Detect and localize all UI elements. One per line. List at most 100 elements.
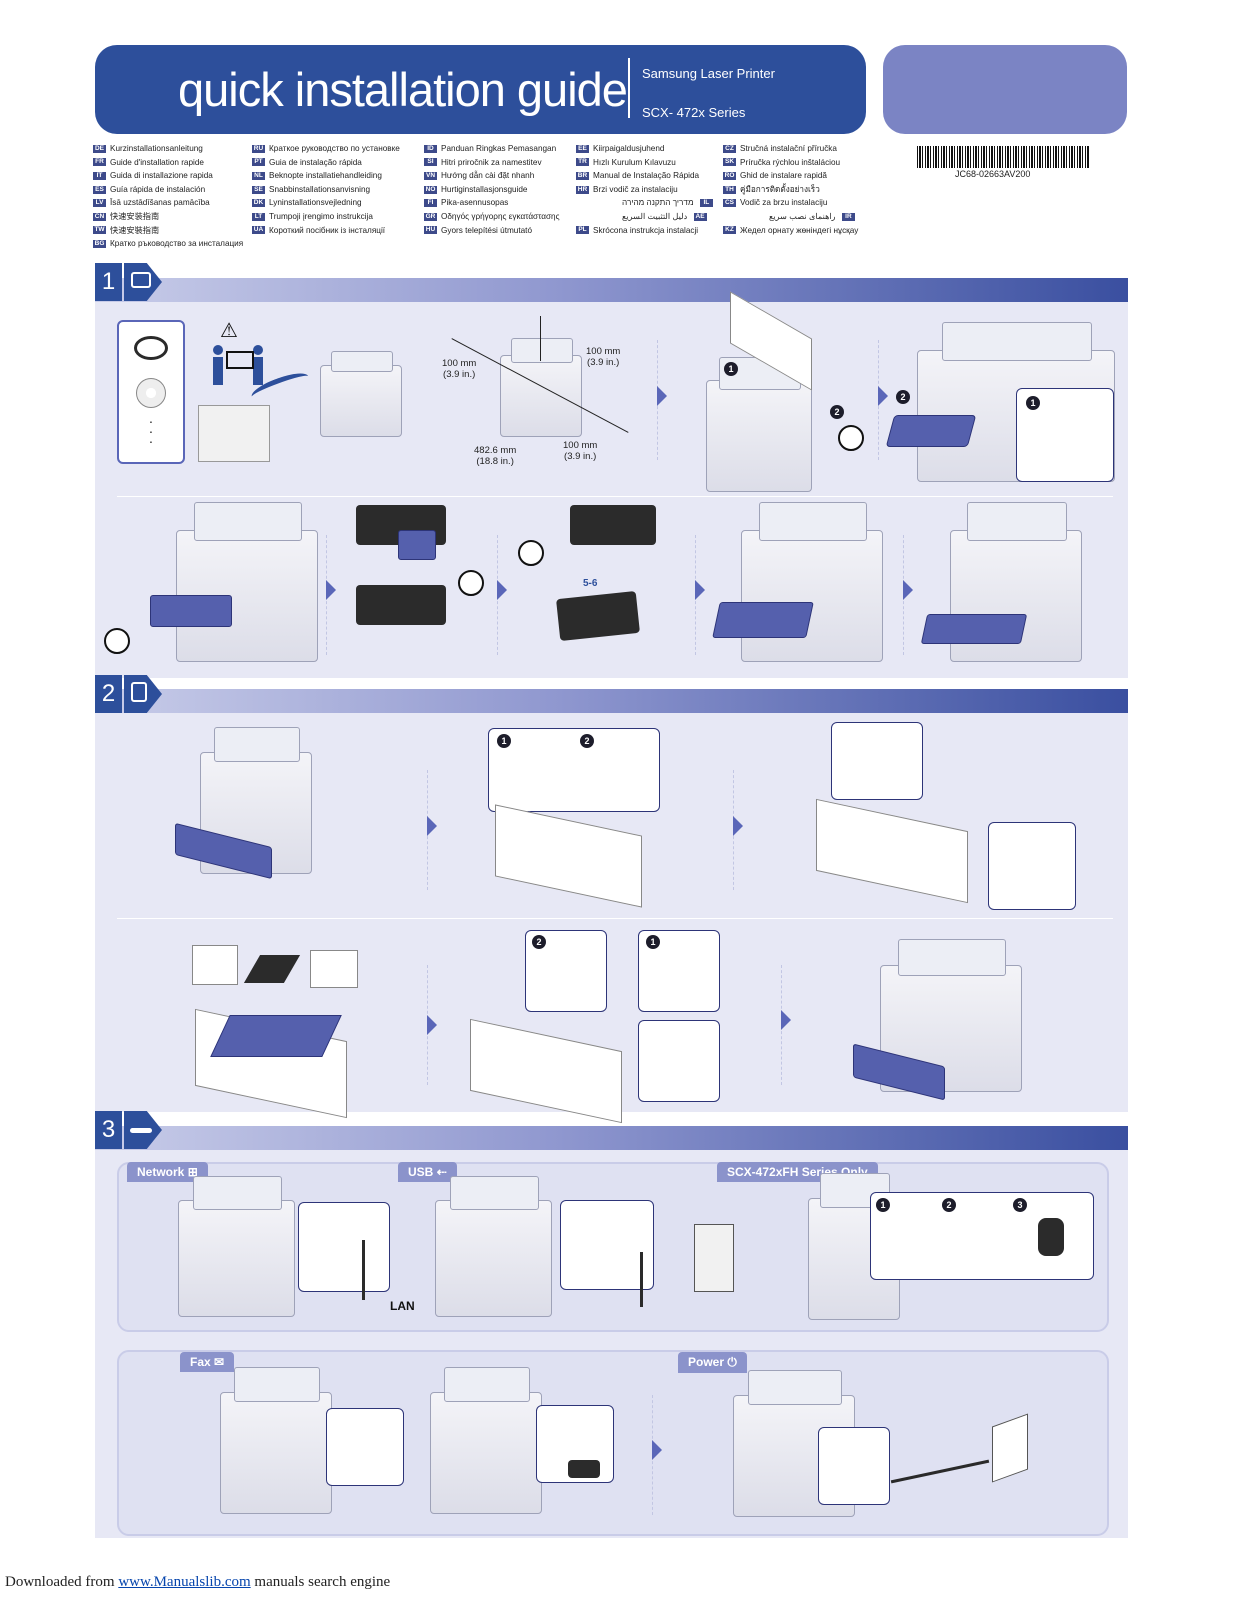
two-person-lift-icon [213,345,263,385]
lan-label: LAN [390,1299,415,1313]
zoom-panel [831,722,923,800]
hand-icon [838,425,864,451]
printer-back-network [178,1175,295,1317]
hand-icon [458,570,484,596]
header-side-box [883,45,1127,134]
contents-box: ··· [117,320,185,464]
callout-1: 1 [646,935,660,949]
network-tab: Network ⊞ [127,1162,208,1182]
network-port-zoom [298,1202,390,1292]
next-step-arrow [903,580,913,600]
printer-illustration [320,350,402,437]
zoom-panel [638,1020,720,1102]
network-label: Network [137,1165,185,1179]
zoom-panel [488,728,660,812]
section-2-bar [95,689,1128,713]
next-step-arrow [427,1015,437,1035]
paper-stack [210,1015,342,1057]
next-step-arrow [326,580,336,600]
callout-2: 2 [942,1198,956,1212]
power-port-zoom [818,1427,890,1505]
hand-icon [104,628,130,654]
printer-clearance-illustration [500,338,582,437]
shake-count: 5-6 [583,578,598,589]
language-row: راهنمای نصب سریع IR [723,210,859,224]
clearance-left: 100 mm (3.9 in.) [442,358,477,380]
next-step-arrow [657,386,667,406]
power-tab: Power ⏻ [678,1352,747,1373]
carton-box [198,405,270,462]
toner-cartridge [150,595,232,627]
callout-2: 2 [580,734,594,748]
section-2-number: 2 [95,675,122,713]
toner-cartridge-bottom [356,585,446,625]
fax-icon: ✉ [214,1355,225,1369]
page-title: quick installation guide [178,63,628,116]
printer-back-fax [220,1366,332,1514]
telephone-icon [1038,1218,1064,1256]
more-items-dots: ··· [148,413,154,449]
language-row: دليل التثبيت السريع AE [622,211,707,221]
callout-1: 1 [1026,396,1040,410]
front-cover-open [885,415,977,447]
hand-icon [518,540,544,566]
clearance-back: 100 mm (3.9 in.) [563,440,598,462]
clearance-front: 482.6 mm (18.8 in.) [474,445,517,467]
front-cover-open [712,602,814,638]
callout-2: 2 [830,405,844,419]
printer-open-scanner [706,356,812,492]
usb-tab: USB ⇠ [398,1162,457,1182]
printer-toner-insert [741,502,883,662]
fax-tab: Fax ✉ [180,1352,235,1372]
row-divider [117,496,1113,497]
printer-back-usb [435,1175,552,1317]
usb-cable [640,1252,643,1307]
next-step-arrow [497,580,507,600]
next-step-arrow [733,816,743,836]
manualslib-link[interactable]: www.Manualslib.com [118,1574,251,1590]
power-cord-icon [134,336,168,360]
align-paper-illustration [310,950,358,988]
callout-2: 2 [896,390,910,404]
section-3-number: 3 [95,1111,122,1149]
zoom-panel [988,822,1076,910]
fax-port-zoom [326,1408,404,1486]
header-banner [95,45,866,134]
section-1-bar [95,278,1128,302]
next-step-arrow [652,1440,662,1460]
model-label: SCX- 472x Series [642,105,746,120]
usb-label: USB [408,1165,434,1179]
barcode [917,146,1090,168]
next-step-arrow [878,386,888,406]
fan-paper-illustration [192,945,238,985]
external-phone-icon [568,1460,600,1478]
printer-back-fax-ext [430,1366,542,1514]
cd-icon [136,378,166,408]
network-icon: ⊞ [187,1165,198,1179]
protective-cover [398,530,436,560]
